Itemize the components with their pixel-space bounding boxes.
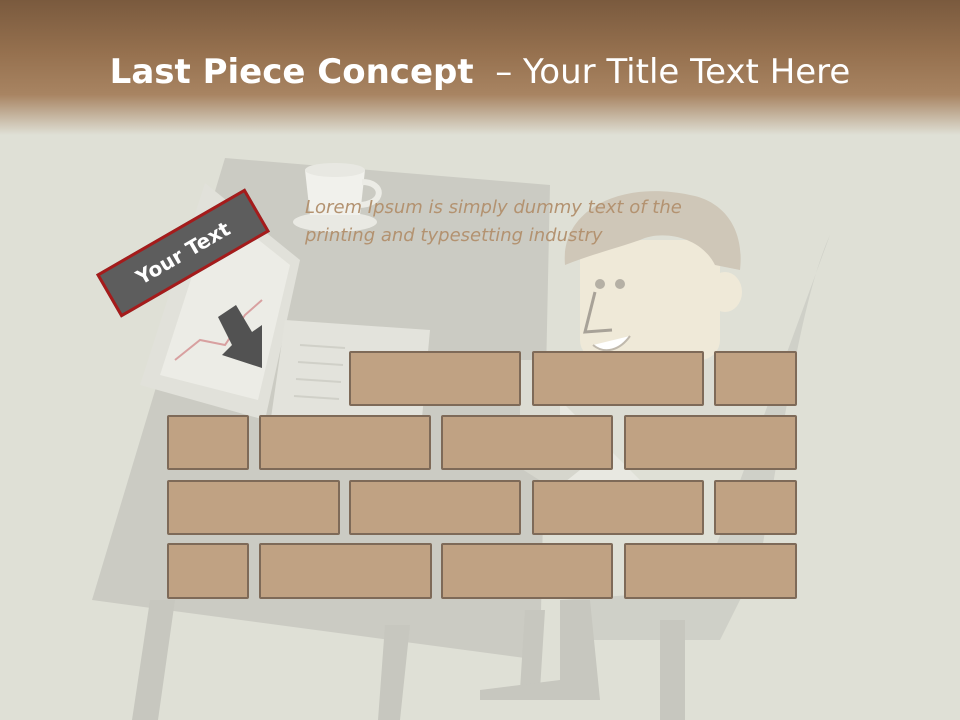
title-bar [0,0,960,135]
table-leg-right [378,625,410,720]
brick [441,415,613,470]
title-bold: Last Piece Concept [109,52,474,92]
chair-back [560,235,830,640]
brick [259,543,432,599]
brick [349,351,521,406]
body-text: Lorem Ipsum is simply dummy text of the … [305,197,682,246]
brick [532,480,704,535]
coffee-cup-icon [293,163,382,232]
slide-title: Last Piece Concept – Your Title Text Her… [0,52,960,92]
brick [167,415,249,470]
brick [441,543,613,599]
brick [167,543,249,599]
brick [167,480,340,535]
brick [259,415,431,470]
title-rest: – Your Title Text Here [495,52,851,92]
brick [532,351,704,406]
book-text [293,344,346,400]
brick [624,415,797,470]
brick [349,480,521,535]
brick [624,543,797,599]
down-arrow-icon [218,305,262,368]
table-leg-left [132,600,175,720]
table-leg-back [520,610,545,690]
brick [714,351,797,406]
brick [714,480,797,535]
chair-leg [660,620,685,720]
chart-line [174,299,263,361]
chair-base [480,600,600,700]
